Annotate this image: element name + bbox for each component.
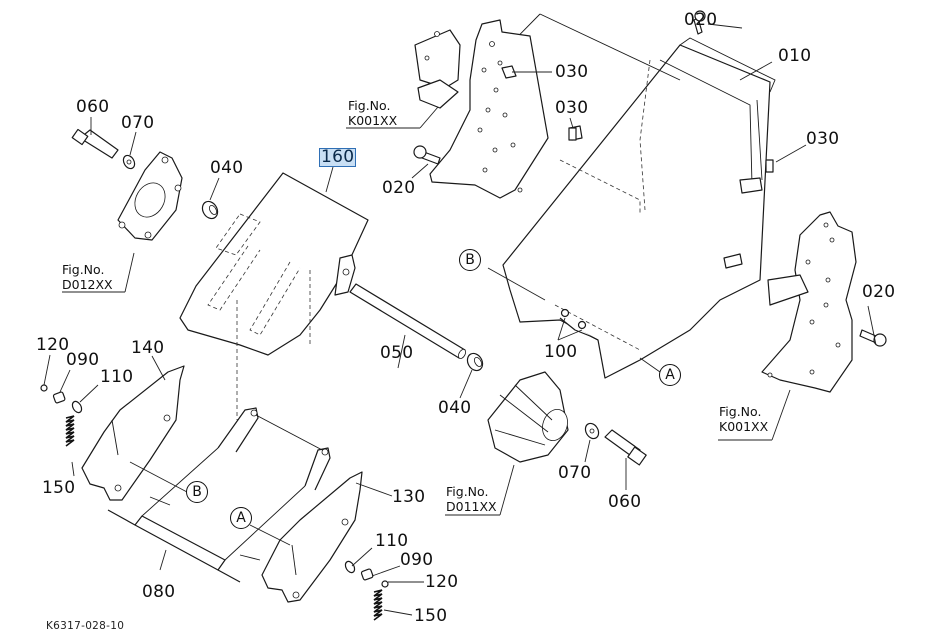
callout-050[interactable]: 050 (380, 343, 414, 363)
lever-130[interactable] (261, 471, 363, 603)
reference-mark-b-chute: B (459, 249, 481, 271)
flange-d012xx (117, 151, 183, 241)
drawing-id: K6317-028-10 (46, 620, 125, 632)
figref-d011xx[interactable]: Fig.No. D011XX (446, 484, 497, 514)
figref-k001xx-right[interactable]: Fig.No. K001XX (719, 404, 768, 434)
figref-number: K001XX (348, 113, 398, 128)
callout-060-right[interactable]: 060 (608, 492, 642, 512)
shaft-050 (349, 283, 467, 359)
collar-090-left (52, 391, 66, 404)
callout-030-right[interactable]: 030 (806, 129, 840, 149)
reference-mark-a-linkage: A (230, 507, 252, 529)
bolt-020-left (413, 145, 441, 165)
figref-number: K001XX (719, 419, 769, 434)
figref-label: Fig.No. (719, 404, 762, 419)
callout-040-left[interactable]: 040 (210, 158, 244, 178)
callout-150-left[interactable]: 150 (42, 478, 76, 498)
washer-070-left (122, 154, 136, 170)
clip-120-left (40, 384, 48, 392)
spring-150-left (65, 415, 75, 447)
callout-030-upper[interactable]: 030 (555, 62, 589, 82)
washer-070-right (584, 422, 600, 440)
callout-150-right[interactable]: 150 (414, 606, 448, 626)
callout-010[interactable]: 010 (778, 46, 812, 66)
spring-150-right (373, 589, 383, 621)
washer-110-left (71, 400, 83, 414)
washer-110-right (344, 560, 356, 574)
figref-d012xx[interactable]: Fig.No. D012XX (62, 262, 113, 292)
bolt-060-left (71, 128, 119, 159)
bolt-020-upper (693, 10, 706, 35)
callout-090-right[interactable]: 090 (400, 550, 434, 570)
bracket-k001xx-top (414, 19, 583, 199)
figref-k001xx-top[interactable]: Fig.No. K001XX (348, 98, 397, 128)
callout-110-right[interactable]: 110 (375, 531, 409, 551)
callout-080[interactable]: 080 (142, 582, 176, 602)
callout-100[interactable]: 100 (544, 342, 578, 362)
reference-mark-b-linkage: B (186, 481, 208, 503)
deflector-plate-160[interactable] (179, 172, 369, 420)
callout-070-left[interactable]: 070 (121, 113, 155, 133)
bushing-040-left (201, 200, 219, 220)
reference-mark-a-chute: A (659, 364, 681, 386)
callout-020-top[interactable]: 020 (684, 10, 718, 30)
pin-100 (560, 308, 587, 330)
callout-120-right[interactable]: 120 (425, 572, 459, 592)
linkage-080[interactable] (107, 407, 331, 583)
callout-090-left[interactable]: 090 (66, 350, 100, 370)
bolt-020-right (859, 329, 887, 347)
callout-120-left[interactable]: 120 (36, 335, 70, 355)
callout-130[interactable]: 130 (392, 487, 426, 507)
callout-140[interactable]: 140 (131, 338, 165, 358)
figref-label: Fig.No. (62, 262, 105, 277)
callout-040-right[interactable]: 040 (438, 398, 472, 418)
bolt-060-right (604, 429, 647, 466)
gearbox-d011xx (487, 371, 569, 463)
bracket-k001xx-right (761, 211, 857, 393)
lever-140[interactable] (81, 365, 185, 501)
callout-060-left[interactable]: 060 (76, 97, 110, 117)
figref-label: Fig.No. (348, 98, 391, 113)
bushing-040-right (466, 352, 484, 372)
callout-110-left[interactable]: 110 (100, 367, 134, 387)
figref-label: Fig.No. (446, 484, 489, 499)
figref-number: D011XX (446, 499, 497, 514)
leader-lines (43, 23, 877, 616)
clip-120-right (381, 580, 389, 588)
callout-020-left[interactable]: 020 (382, 178, 416, 198)
chute-010[interactable] (479, 13, 776, 379)
figref-number: D012XX (62, 277, 113, 292)
callout-070-right[interactable]: 070 (558, 463, 592, 483)
callout-020-right[interactable]: 020 (862, 282, 896, 302)
clip-nut-030 (568, 127, 774, 173)
callout-030-middle[interactable]: 030 (555, 98, 589, 118)
callout-160-selected[interactable]: 160 (318, 147, 357, 167)
collar-090-right (360, 568, 374, 581)
